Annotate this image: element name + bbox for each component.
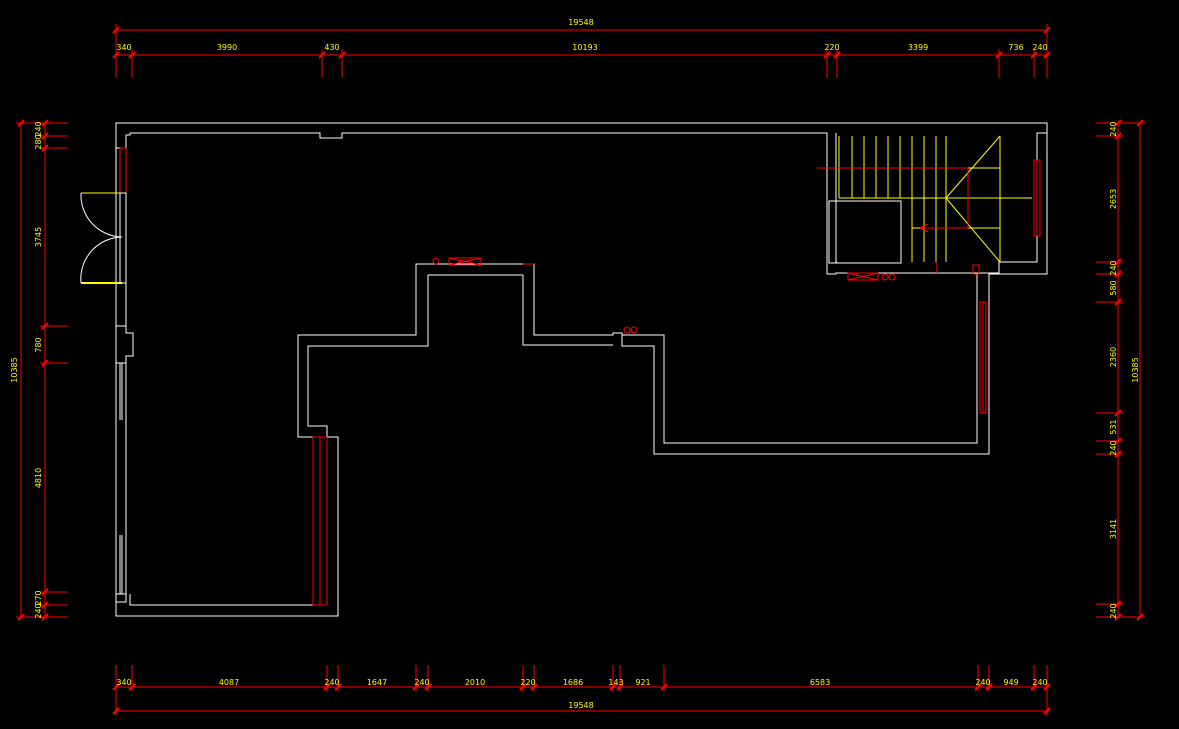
inner-wall bbox=[115, 123, 1047, 606]
bottom-dim-9: 143 bbox=[608, 678, 623, 687]
windows bbox=[312, 159, 1041, 606]
bottom-dim-3: 240 bbox=[324, 678, 339, 687]
left-dim-2: 280 bbox=[34, 134, 43, 149]
bottom-dim-11: 6583 bbox=[810, 678, 830, 687]
right-dim-1: 240 bbox=[1109, 121, 1118, 136]
bottom-dim-6: 2010 bbox=[465, 678, 485, 687]
staircase bbox=[817, 135, 1032, 273]
bottom-dim-2: 4087 bbox=[219, 678, 239, 687]
bottom-dim-13: 949 bbox=[1003, 678, 1018, 687]
right-dimension-chain: 240 2653 240 580 2360 531 240 3141 240 1… bbox=[1096, 119, 1145, 621]
left-dim-1: 240 bbox=[34, 121, 43, 136]
bottom-dim-14: 240 bbox=[1032, 678, 1047, 687]
bottom-dim-5: 240 bbox=[414, 678, 429, 687]
outer-wall bbox=[115, 122, 1048, 617]
right-dim-7: 240 bbox=[1109, 440, 1118, 455]
left-dimension-chain: 10385 240 280 3745 780 4810 270 240 bbox=[10, 119, 68, 621]
right-dim-2: 2653 bbox=[1109, 189, 1118, 209]
top-dim-8: 240 bbox=[1032, 43, 1047, 52]
bottom-dim-7: 220 bbox=[520, 678, 535, 687]
top-dim-2: 3990 bbox=[217, 43, 237, 52]
bottom-dim-10: 921 bbox=[635, 678, 650, 687]
right-overall-dim: 10385 bbox=[1131, 357, 1140, 382]
right-dim-9: 240 bbox=[1109, 603, 1118, 618]
right-dim-6: 531 bbox=[1109, 419, 1118, 434]
bottom-dim-12: 240 bbox=[975, 678, 990, 687]
bottom-dim-8: 1686 bbox=[563, 678, 583, 687]
right-dim-3: 240 bbox=[1109, 260, 1118, 275]
bottom-dim-1: 340 bbox=[116, 678, 131, 687]
top-dim-5: 220 bbox=[824, 43, 839, 52]
left-dim-3: 3745 bbox=[34, 227, 43, 247]
top-dim-7: 736 bbox=[1008, 43, 1023, 52]
top-dim-3: 430 bbox=[324, 43, 339, 52]
left-dim-4: 780 bbox=[34, 337, 43, 352]
right-dim-8: 3141 bbox=[1109, 519, 1118, 539]
right-dim-4: 580 bbox=[1109, 280, 1118, 295]
top-overall-dim: 19548 bbox=[568, 18, 593, 27]
right-dim-5: 2360 bbox=[1109, 347, 1118, 367]
entry-door bbox=[80, 147, 127, 284]
radiators bbox=[432, 257, 980, 334]
left-dim-6: 270 bbox=[34, 590, 43, 605]
left-wall bbox=[115, 148, 134, 594]
top-dim-4: 10193 bbox=[572, 43, 597, 52]
left-dim-5: 4810 bbox=[34, 468, 43, 488]
left-overall-dim: 10385 bbox=[10, 357, 19, 382]
bottom-overall-dim: 19548 bbox=[568, 701, 593, 710]
left-dim-7: 240 bbox=[34, 603, 43, 618]
top-dim-6: 3399 bbox=[908, 43, 928, 52]
top-dim-1: 340 bbox=[116, 43, 131, 52]
top-dimension-chain: 19548 340 3990 430 10193 220 3399 736 24… bbox=[112, 18, 1051, 78]
bottom-dimension-chain: 340 4087 240 1647 240 2010 220 1686 143 … bbox=[112, 665, 1051, 716]
bottom-dim-4: 1647 bbox=[367, 678, 387, 687]
